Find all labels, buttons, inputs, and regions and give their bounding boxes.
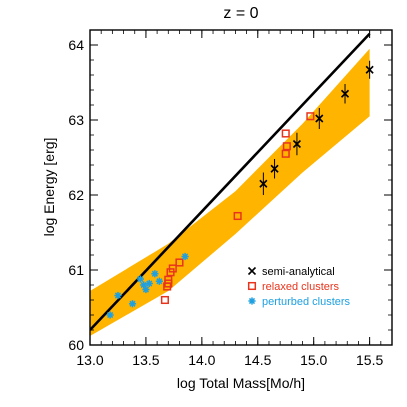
- star-marker-stroke: [114, 292, 122, 299]
- legend-label: relaxed clusters: [262, 281, 340, 293]
- data-point: [168, 264, 177, 273]
- star-marker-stroke: [137, 275, 144, 283]
- reference-line: [90, 32, 371, 331]
- legend-label: perturbed clusters: [262, 296, 351, 308]
- x-marker-stroke: [365, 65, 374, 74]
- chart-title: z = 0: [223, 5, 258, 22]
- data-point: [181, 252, 189, 261]
- data-point: [281, 129, 290, 138]
- x-marker-stroke: [315, 114, 324, 123]
- data-point: [365, 65, 374, 74]
- x-tick-label: 14.0: [188, 352, 215, 368]
- data-point: [233, 211, 242, 221]
- x-marker-stroke: [292, 139, 301, 149]
- data-point: [145, 279, 153, 288]
- legend: semi-analytical relaxed clusters perturbed…: [247, 266, 351, 308]
- data-point: [292, 139, 301, 149]
- data-point: [259, 179, 268, 188]
- x-marker-stroke: [259, 179, 268, 188]
- data-point: [155, 277, 163, 285]
- y-tick-label: 64: [68, 37, 84, 53]
- star-marker-stroke: [107, 311, 114, 319]
- legend-label: semi-analytical: [262, 266, 335, 278]
- x-tick-label: 14.5: [244, 352, 271, 368]
- confidence-band: [90, 48, 370, 336]
- data-point: [164, 275, 173, 284]
- legend-marker: [248, 297, 256, 305]
- y-tick-label: 62: [68, 187, 84, 203]
- data-point: [270, 164, 279, 173]
- data-point: [306, 112, 315, 121]
- x-axis-title: log Total Mass[Mo/h]: [177, 375, 305, 391]
- legend-marker: [247, 281, 257, 291]
- data-point: [136, 275, 144, 283]
- star-marker-stroke: [151, 270, 158, 277]
- x-tick-label: 13.0: [76, 352, 103, 368]
- data-point: [142, 285, 150, 294]
- y-tick-label: 60: [68, 337, 84, 353]
- data-point: [340, 89, 350, 98]
- star-marker-stroke: [142, 286, 150, 293]
- data-point: [160, 295, 169, 305]
- data-point: [315, 114, 324, 123]
- y-tick-label: 61: [68, 262, 84, 278]
- y-axis-title: log Energy [erg]: [41, 138, 57, 237]
- reference-line-layer: [90, 32, 371, 331]
- plot-frame: [89, 29, 393, 346]
- star-marker-stroke: [248, 297, 256, 305]
- x-tick-label: 13.5: [132, 352, 159, 368]
- x-tick-label: 15.0: [300, 352, 327, 368]
- data-point: [128, 300, 137, 308]
- data-point: [114, 291, 122, 300]
- x-marker-stroke: [247, 266, 257, 276]
- star-marker-stroke: [181, 253, 189, 260]
- data-point: [175, 258, 184, 267]
- axis-ticks: 13.0 13.5 14.0 14.5 15.0 15.5 60 61 62 63 64: [68, 29, 393, 368]
- star-marker-stroke: [146, 280, 153, 287]
- data-point: [282, 142, 291, 151]
- star-marker-stroke: [129, 300, 136, 307]
- data-point: [281, 149, 290, 158]
- legend-marker: [247, 266, 257, 276]
- data-points-layer: [106, 60, 374, 319]
- x-marker-stroke: [340, 89, 350, 98]
- star-marker-stroke: [156, 278, 163, 285]
- data-point: [106, 311, 114, 319]
- x-marker-stroke: [270, 164, 279, 173]
- data-point: [151, 270, 159, 278]
- x-tick-label: 15.5: [356, 352, 383, 368]
- y-tick-label: 63: [68, 112, 84, 128]
- shaded-band-layer: [90, 48, 370, 336]
- star-marker-stroke: [140, 281, 147, 289]
